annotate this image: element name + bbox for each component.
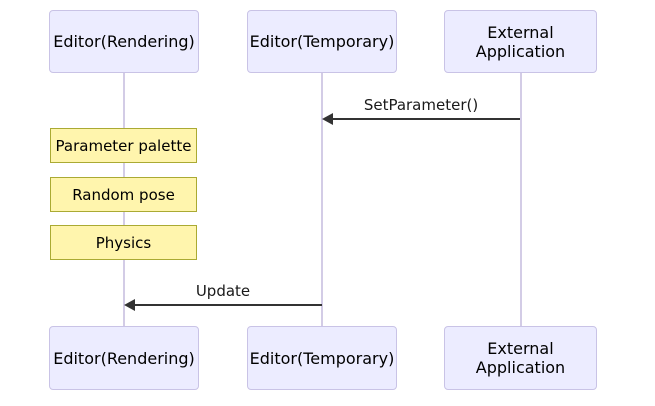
message-line-update <box>126 304 322 306</box>
actor-label: Editor(Rendering) <box>53 32 195 51</box>
arrowhead-left-icon <box>124 299 135 311</box>
actor-bottom-editor-rendering: Editor(Rendering) <box>49 326 199 390</box>
actor-bottom-editor-temporary: Editor(Temporary) <box>247 326 397 390</box>
actor-top-editor-rendering: Editor(Rendering) <box>49 10 199 73</box>
actor-bottom-external-application: External Application <box>444 326 597 390</box>
actor-label: Editor(Rendering) <box>53 348 195 368</box>
actor-label: External Application <box>475 339 566 377</box>
actor-label: External Application <box>475 22 566 61</box>
note-label: Random pose <box>72 185 175 204</box>
actor-label: Editor(Temporary) <box>249 32 395 51</box>
note-label: Physics <box>95 233 152 252</box>
note-random-pose: Random pose <box>50 177 197 212</box>
note-parameter-palette: Parameter palette <box>50 128 197 163</box>
arrowhead-left-icon <box>322 113 333 125</box>
note-physics: Physics <box>50 225 197 260</box>
lifeline-editor-temporary <box>321 73 323 326</box>
message-line-setparameter <box>324 118 520 120</box>
lifeline-external-application <box>520 73 522 326</box>
actor-label: Editor(Temporary) <box>249 348 395 368</box>
note-label: Parameter palette <box>55 136 192 155</box>
actor-top-external-application: External Application <box>444 10 597 73</box>
actor-top-editor-temporary: Editor(Temporary) <box>247 10 397 73</box>
message-label-setparameter: SetParameter() <box>363 96 479 114</box>
message-label-update: Update <box>195 282 251 300</box>
